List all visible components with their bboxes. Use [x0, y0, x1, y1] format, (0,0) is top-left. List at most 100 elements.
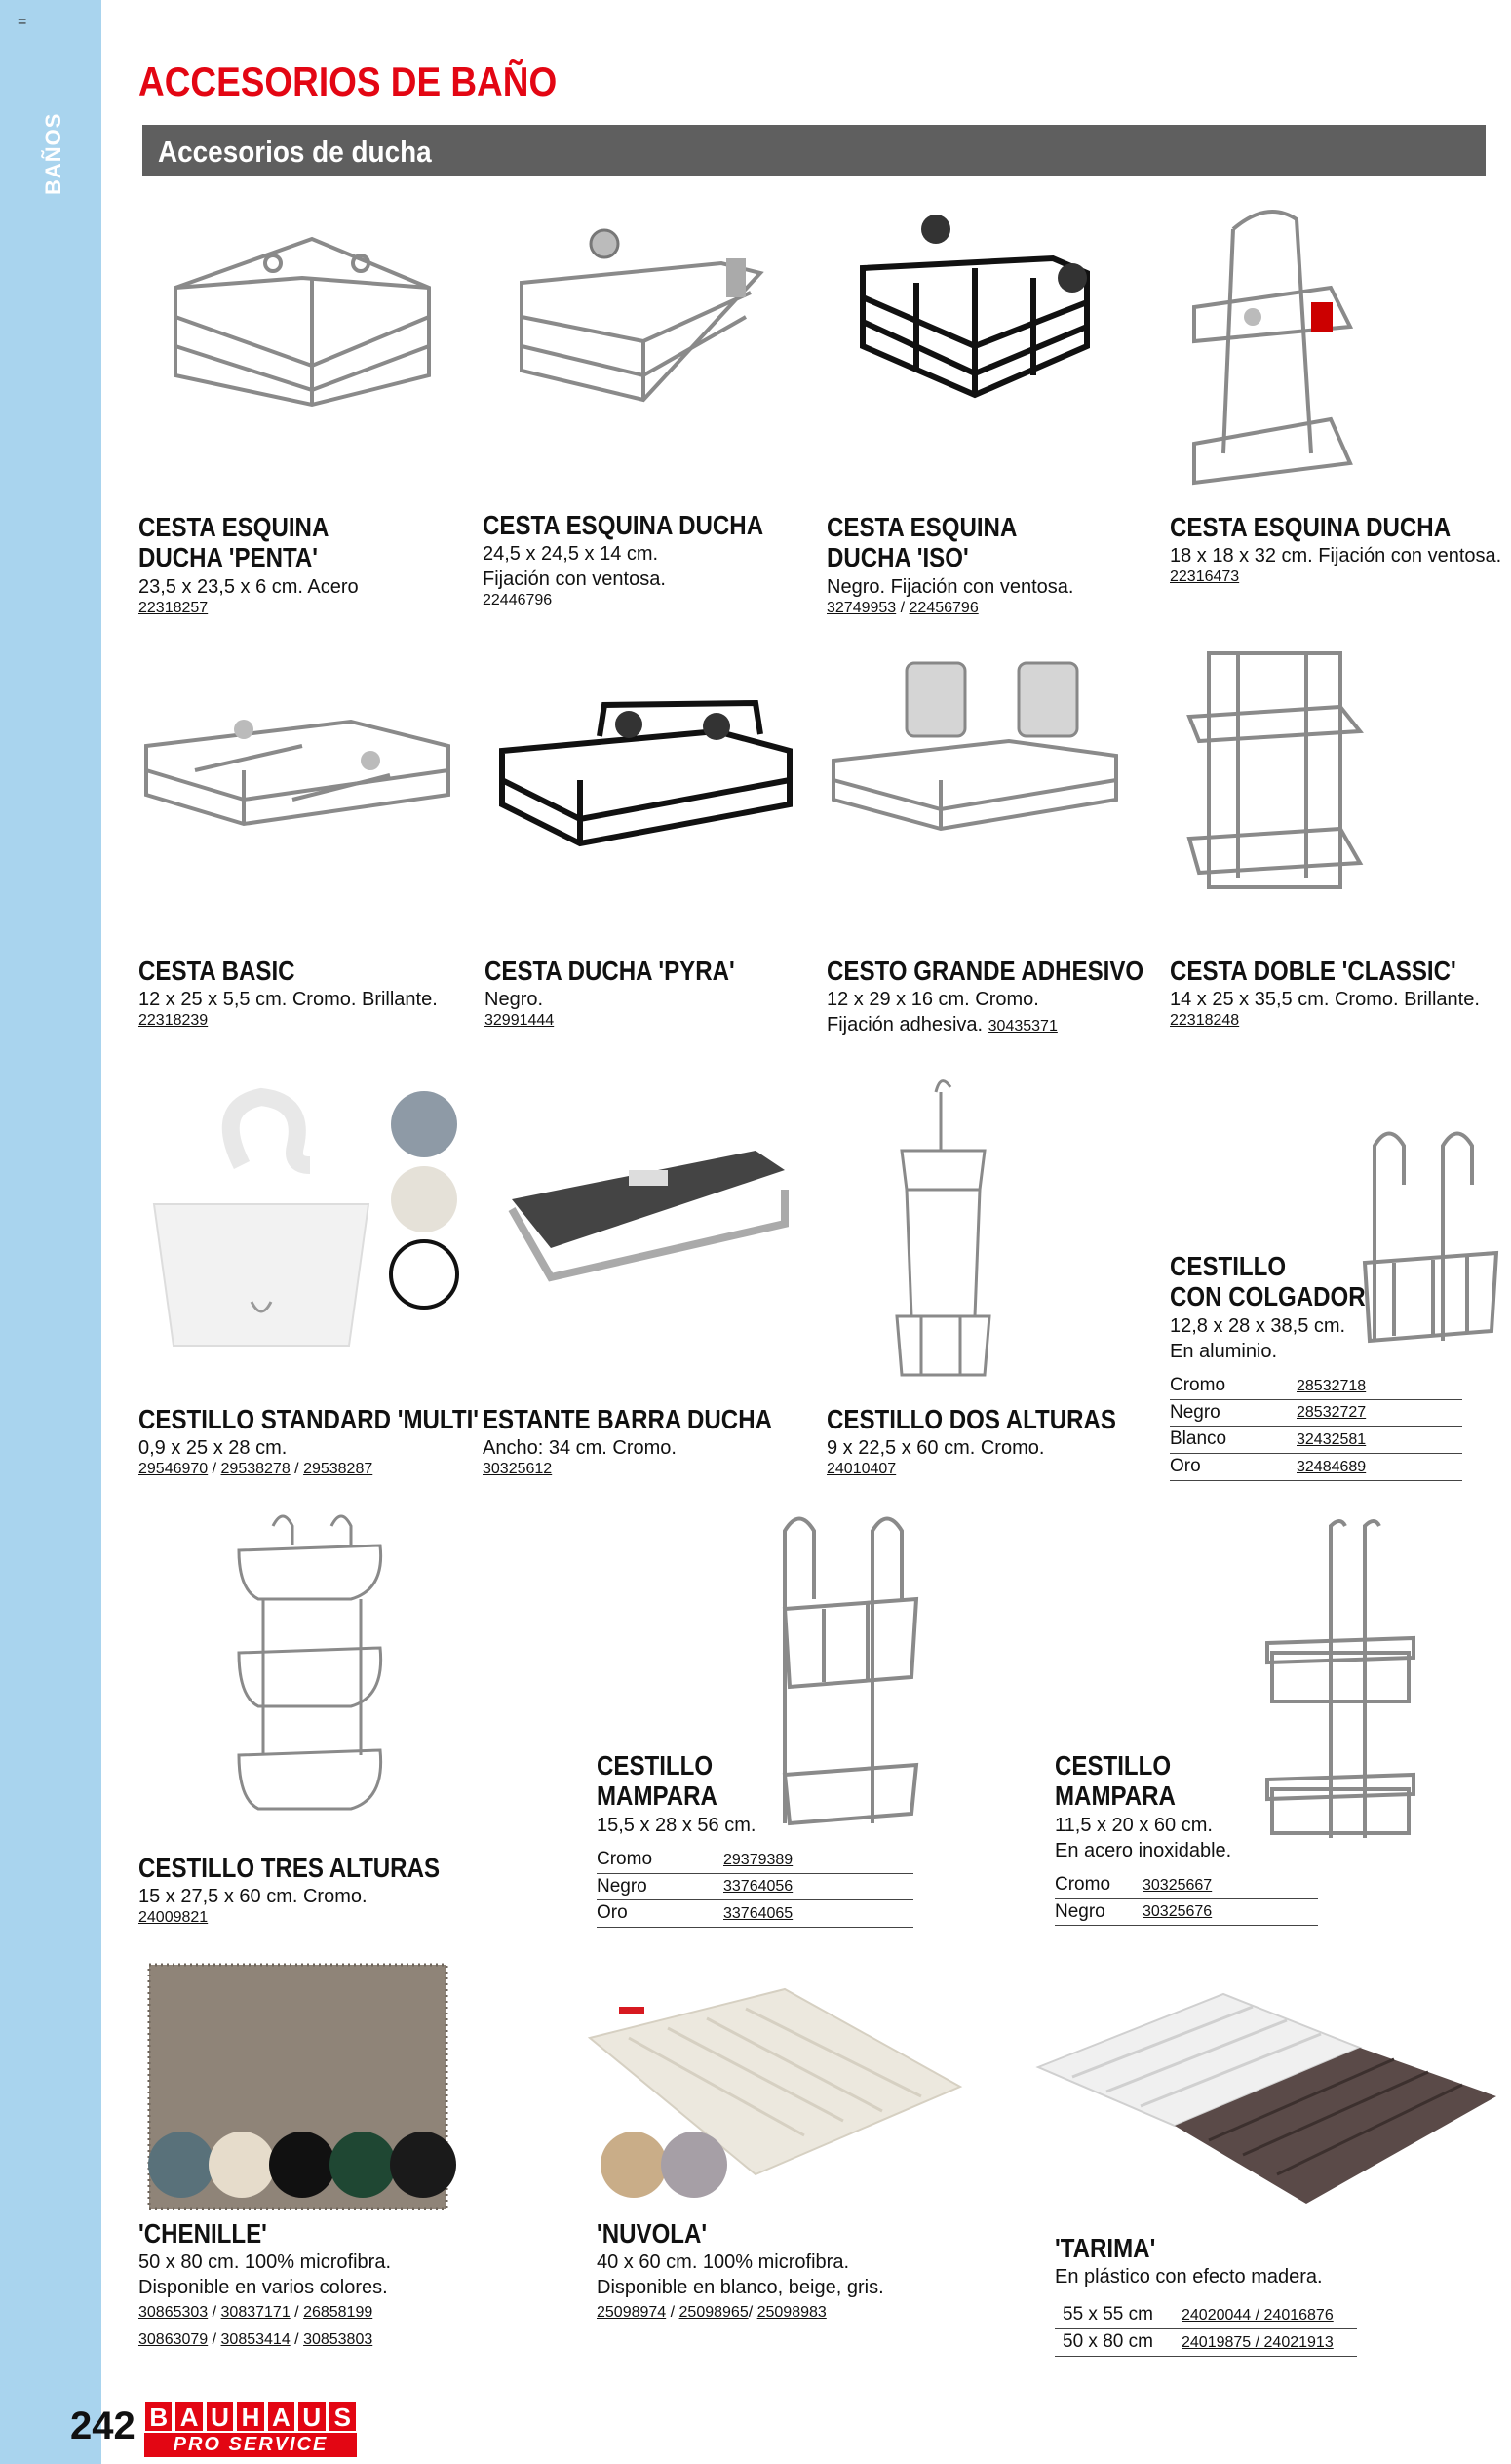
product-description: 18 x 18 x 32 cm. Fijación con ventosa. — [1170, 545, 1502, 567]
product-description: Negro. Fijación con ventosa. — [827, 575, 1074, 598]
product-image-corner-basket-iso — [848, 200, 1102, 405]
product-image-nuvola-mat — [561, 1979, 970, 2184]
product-description: 40 x 60 cm. 100% microfibra. — [597, 2251, 849, 2274]
product-description: 12 x 29 x 16 cm. Cromo. — [827, 989, 1039, 1011]
product-description: En plástico con efecto madera. — [1055, 2266, 1323, 2288]
product-description: 12,8 x 28 x 38,5 cm. — [1170, 1314, 1346, 1337]
product-description: En aluminio. — [1170, 1340, 1278, 1362]
product-image-tarima — [1024, 1979, 1511, 2228]
product-name: CESTILLO — [597, 1750, 714, 1780]
product-reference: 22316473 — [1170, 568, 1240, 586]
product-chenille: 'CHENILLE' 50 x 80 cm. 100% microfibra. … — [138, 2218, 391, 2349]
product-name: MAMPARA — [1055, 1780, 1176, 1812]
product-cestillo-tres-alturas: CESTILLO TRES ALTURAS 15 x 27,5 x 60 cm.… — [138, 1853, 488, 1928]
product-image-corner-basket-penta — [166, 219, 439, 414]
product-description: Fijación con ventosa. — [483, 568, 666, 591]
product-image-cestillo-mampara-2 — [1253, 1516, 1423, 1848]
product-name: 'TARIMA' — [1055, 2233, 1156, 2263]
logo-subtitle: PRO SERVICE — [144, 2433, 357, 2457]
product-description: Disponible en blanco, beige, gris. — [597, 2277, 884, 2299]
product-name: 'NUVOLA' — [597, 2218, 708, 2249]
product-image-cesta-doble-classic — [1180, 644, 1365, 917]
product-image-cestillo-colgador — [1350, 1116, 1511, 1350]
product-name: CESTO GRANDE ADHESIVO — [827, 956, 1144, 986]
product-cesta-esquina-iso: CESTA ESQUINA DUCHA 'ISO' Negro. Fijació… — [827, 512, 1073, 617]
product-description: 14 x 25 x 35,5 cm. Cromo. Brillante. — [1170, 989, 1480, 1011]
product-image-cestillo-multi — [144, 1087, 378, 1355]
product-name: CESTILLO TRES ALTURAS — [138, 1853, 441, 1883]
product-cesta-esquina-ducha-1: CESTA ESQUINA DUCHA 24,5 x 24,5 x 14 cm.… — [483, 510, 809, 610]
product-name: CESTA ESQUINA DUCHA — [1170, 512, 1452, 542]
product-reference: 22318239 — [138, 1012, 209, 1030]
product-reference: 29546970 / 29538278 / 29538287 — [138, 1461, 373, 1478]
product-name: ESTANTE BARRA DUCHA — [483, 1404, 772, 1434]
product-cesto-grande-adhesivo: CESTO GRANDE ADHESIVO 12 x 29 x 16 cm. C… — [827, 956, 1195, 1036]
product-description: 23,5 x 23,5 x 6 cm. Acero — [138, 575, 359, 598]
product-name: CESTA DUCHA 'PYRA' — [484, 956, 735, 986]
product-estante-barra-ducha: ESTANTE BARRA DUCHA Ancho: 34 cm. Cromo.… — [483, 1404, 819, 1479]
product-name: DUCHA 'ISO' — [827, 542, 969, 573]
product-reference: 22446796 — [483, 592, 553, 609]
color-swatches-multi — [385, 1087, 463, 1311]
section-bar: Accesorios de ducha — [142, 125, 1486, 176]
product-reference: 24010407 — [827, 1461, 897, 1478]
product-name: CESTILLO — [1055, 1750, 1172, 1780]
section-title: Accesorios de ducha — [158, 135, 432, 169]
product-reference: 22318257 — [138, 599, 209, 616]
product-image-cestillo-tres-alturas — [234, 1506, 390, 1819]
product-name: 'CHENILLE' — [138, 2218, 267, 2249]
product-cestillo-standard-multi: CESTILLO STANDARD 'MULTI' 0,9 x 25 x 28 … — [138, 1404, 534, 1479]
product-name: DUCHA 'PENTA' — [138, 542, 319, 573]
product-description: 0,9 x 25 x 28 cm. — [138, 1437, 288, 1460]
product-name: CESTA DOBLE 'CLASSIC' — [1170, 956, 1456, 986]
product-description: En acero inoxidable. — [1055, 1839, 1232, 1861]
product-reference: 32749953 / 22456796 — [827, 599, 979, 616]
product-description: 9 x 22,5 x 60 cm. Cromo. — [827, 1437, 1045, 1460]
product-name: CESTA ESQUINA — [138, 512, 329, 542]
product-description: 15 x 27,5 x 60 cm. Cromo. — [138, 1886, 368, 1908]
product-nuvola: 'NUVOLA' 40 x 60 cm. 100% microfibra. Di… — [597, 2218, 884, 2323]
product-cestillo-dos-alturas: CESTILLO DOS ALTURAS 9 x 22,5 x 60 cm. C… — [827, 1404, 1163, 1479]
sidebar-mark: = — [18, 14, 27, 30]
product-tarima: 'TARIMA' En plástico con efecto madera. … — [1055, 2233, 1357, 2357]
product-reference: 30325612 — [483, 1461, 553, 1478]
product-image-cesto-adhesivo — [824, 653, 1126, 848]
product-cesta-doble-classic: CESTA DOBLE 'CLASSIC' 14 x 25 x 35,5 cm.… — [1170, 956, 1503, 1031]
product-image-corner-basket-suction — [507, 205, 780, 414]
product-reference: 30865303 / 30837171 / 26858199 — [138, 2304, 373, 2322]
product-description: 24,5 x 24,5 x 14 cm. — [483, 543, 659, 566]
product-cesta-basic: CESTA BASIC 12 x 25 x 5,5 cm. Cromo. Bri… — [138, 956, 438, 1031]
product-name: CESTA ESQUINA DUCHA — [483, 510, 764, 540]
sidebar-category-label: BAÑOS — [41, 112, 65, 195]
page-title: ACCESORIOS DE BAÑO — [138, 59, 558, 104]
product-name: CON COLGADOR — [1170, 1281, 1366, 1312]
product-reference: 25098974 / 25098965/ 25098983 — [597, 2304, 827, 2322]
product-description: 15,5 x 28 x 56 cm. — [597, 1814, 756, 1836]
product-image-estante-barra — [492, 1131, 794, 1287]
product-name: CESTILLO STANDARD 'MULTI' — [138, 1404, 479, 1434]
product-description: 12 x 25 x 5,5 cm. Cromo. Brillante. — [138, 989, 438, 1011]
product-cesta-esquina-ducha-2: CESTA ESQUINA DUCHA 18 x 18 x 32 cm. Fij… — [1170, 512, 1501, 587]
product-image-cesta-pyra — [492, 697, 799, 863]
product-cestillo-mampara-2: CESTILLO MAMPARA 11,5 x 20 x 60 cm. En a… — [1055, 1750, 1318, 1927]
product-reference: 24009821 — [138, 1909, 209, 1927]
product-name: CESTILLO DOS ALTURAS — [827, 1404, 1116, 1434]
color-swatches-nuvola — [597, 2126, 733, 2204]
sidebar: = BAÑOS — [0, 0, 101, 2464]
product-image-cesta-basic — [136, 702, 458, 839]
product-description: 11,5 x 20 x 60 cm. — [1055, 1814, 1213, 1836]
product-description: Negro. — [484, 989, 544, 1011]
product-cestillo-con-colgador: CESTILLO CON COLGADOR 12,8 x 28 x 38,5 c… — [1170, 1251, 1462, 1481]
